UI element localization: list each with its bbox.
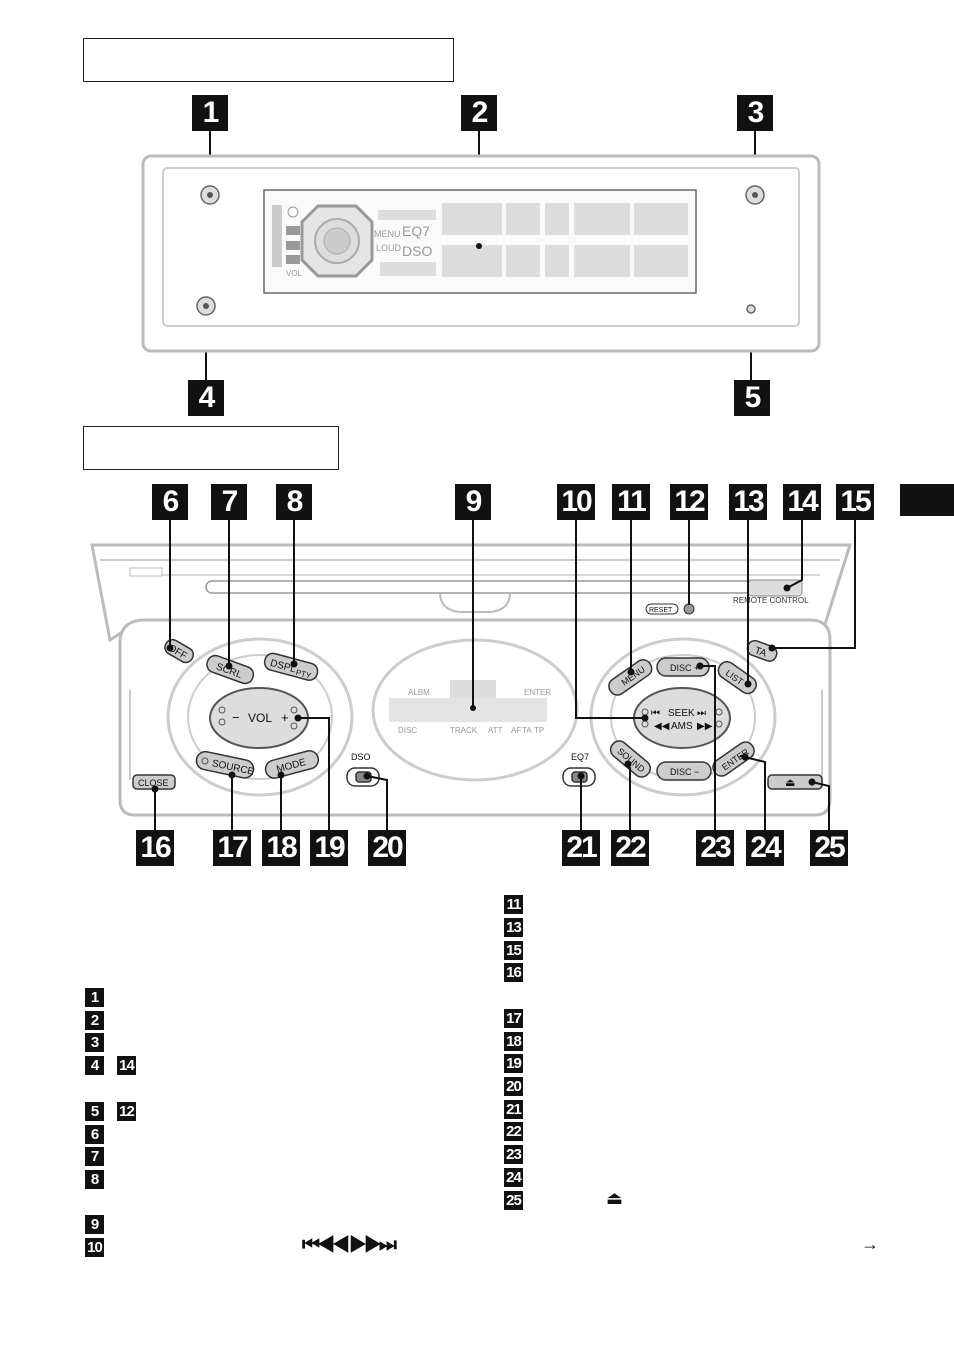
legend-num-17: 17 xyxy=(504,1009,523,1028)
legend-num-14: 14 xyxy=(117,1056,136,1075)
reset-label: RESET xyxy=(649,607,673,614)
display-eq7-label: EQ7 xyxy=(402,223,430,239)
display-att-label: ATT xyxy=(488,726,503,735)
callout-24: 24 xyxy=(746,830,784,866)
callout-6: 6 xyxy=(152,484,188,520)
legend-num-21: 21 xyxy=(504,1100,523,1119)
legend-num-23: 23 xyxy=(504,1145,523,1164)
seek-label: SEEK xyxy=(668,708,695,719)
legend-num-2: 2 xyxy=(85,1011,104,1030)
callout-10: 10 xyxy=(557,484,595,520)
vol-plus-button[interactable]: + xyxy=(281,710,289,725)
callout-7: 7 xyxy=(211,484,247,520)
svg-text:◀◀: ◀◀ xyxy=(654,721,670,732)
legend-num-20: 20 xyxy=(504,1077,523,1096)
display-dso-label: DSO xyxy=(402,243,432,259)
legend-num-4: 4 xyxy=(85,1056,104,1075)
legend-num-18: 18 xyxy=(504,1032,523,1051)
callout-3: 3 xyxy=(737,95,773,131)
callout-13: 13 xyxy=(729,484,767,520)
legend-num-13: 13 xyxy=(504,918,523,937)
eject-button[interactable]: ⏏ xyxy=(785,777,795,789)
display-loud-label: LOUD xyxy=(376,243,402,253)
callout-18: 18 xyxy=(262,830,300,866)
continue-arrow: → xyxy=(861,1234,879,1254)
svg-text:⏭: ⏭ xyxy=(697,708,706,719)
legend-num-6: 6 xyxy=(85,1125,104,1144)
pty-label: PTY xyxy=(295,668,313,681)
eject-symbol-legend: ⏏ xyxy=(606,1188,624,1208)
callout-17: 17 xyxy=(213,830,251,866)
header-box-2 xyxy=(83,426,339,470)
callout-8: 8 xyxy=(276,484,312,520)
display-af-label: AF xyxy=(287,226,299,236)
callout-23: 23 xyxy=(696,830,734,866)
legend-num-19: 19 xyxy=(504,1054,523,1073)
ams-label: AMS xyxy=(671,721,693,732)
callout-4: 4 xyxy=(188,380,224,416)
legend-num-24: 24 xyxy=(504,1168,523,1187)
legend-num-10: 10 xyxy=(85,1238,104,1257)
callout-12: 12 xyxy=(670,484,708,520)
legend-num-1: 1 xyxy=(85,988,104,1007)
callout-14: 14 xyxy=(783,484,821,520)
legend-num-3: 3 xyxy=(85,1033,104,1052)
callout-25: 25 xyxy=(810,830,848,866)
legend-num-8: 8 xyxy=(85,1170,104,1189)
display-ta-label: TA xyxy=(287,241,298,251)
transport-symbols: ⏮◀◀ ▶▶⏭ xyxy=(302,1234,397,1256)
disc-minus-button[interactable]: DISC − xyxy=(670,767,699,777)
remote-control-label: REMOTE CONTROL xyxy=(733,596,809,605)
legend-num-7: 7 xyxy=(85,1147,104,1166)
callout-16: 16 xyxy=(136,830,174,866)
callout-22: 22 xyxy=(611,830,649,866)
display-albm-label: ALBM xyxy=(408,688,430,697)
callout-2: 2 xyxy=(461,95,497,131)
display-tp-label: TP xyxy=(287,255,299,265)
svg-text:▶▶: ▶▶ xyxy=(697,721,713,732)
legend-num-12: 12 xyxy=(117,1102,136,1121)
legend-num-25: 25 xyxy=(504,1191,523,1210)
callout-9: 9 xyxy=(455,484,491,520)
header-box-1 xyxy=(83,38,454,82)
display-track-label: TRACK xyxy=(450,726,478,735)
display-disc-label: DISC xyxy=(398,726,417,735)
legend-num-15: 15 xyxy=(504,941,523,960)
callout-5: 5 xyxy=(734,380,770,416)
legend-num-11: 11 xyxy=(504,895,523,914)
display-enter-label: ENTER xyxy=(524,688,551,697)
dso-button-label: DSO xyxy=(351,752,371,762)
eq7-button-label: EQ7 xyxy=(571,752,589,762)
display-vol-label: VOL xyxy=(286,269,303,278)
legend-num-16: 16 xyxy=(504,963,523,982)
vol-minus-button[interactable]: − xyxy=(232,710,240,725)
legend-num-5: 5 xyxy=(85,1102,104,1121)
display-menu-label: MENU xyxy=(374,229,401,239)
display-tp2-label: TP xyxy=(534,726,544,735)
legend-num-22: 22 xyxy=(504,1122,523,1141)
disc-plus-button[interactable]: DISC + xyxy=(670,663,699,673)
section-tab xyxy=(900,484,954,516)
callout-19: 19 xyxy=(310,830,348,866)
ta-button[interactable]: TA xyxy=(753,645,768,660)
callout-11: 11 xyxy=(612,484,650,520)
vol-label: VOL xyxy=(248,711,272,725)
close-button[interactable]: CLOSE xyxy=(138,778,169,788)
svg-text:⏮: ⏮ xyxy=(651,708,660,719)
callout-1: 1 xyxy=(192,95,228,131)
callout-15: 15 xyxy=(836,484,874,520)
display-af2-label: AF xyxy=(511,726,521,735)
display-ta2-label: TA xyxy=(522,726,532,735)
callout-21: 21 xyxy=(562,830,600,866)
legend-num-9: 9 xyxy=(85,1215,104,1234)
callout-20: 20 xyxy=(368,830,406,866)
